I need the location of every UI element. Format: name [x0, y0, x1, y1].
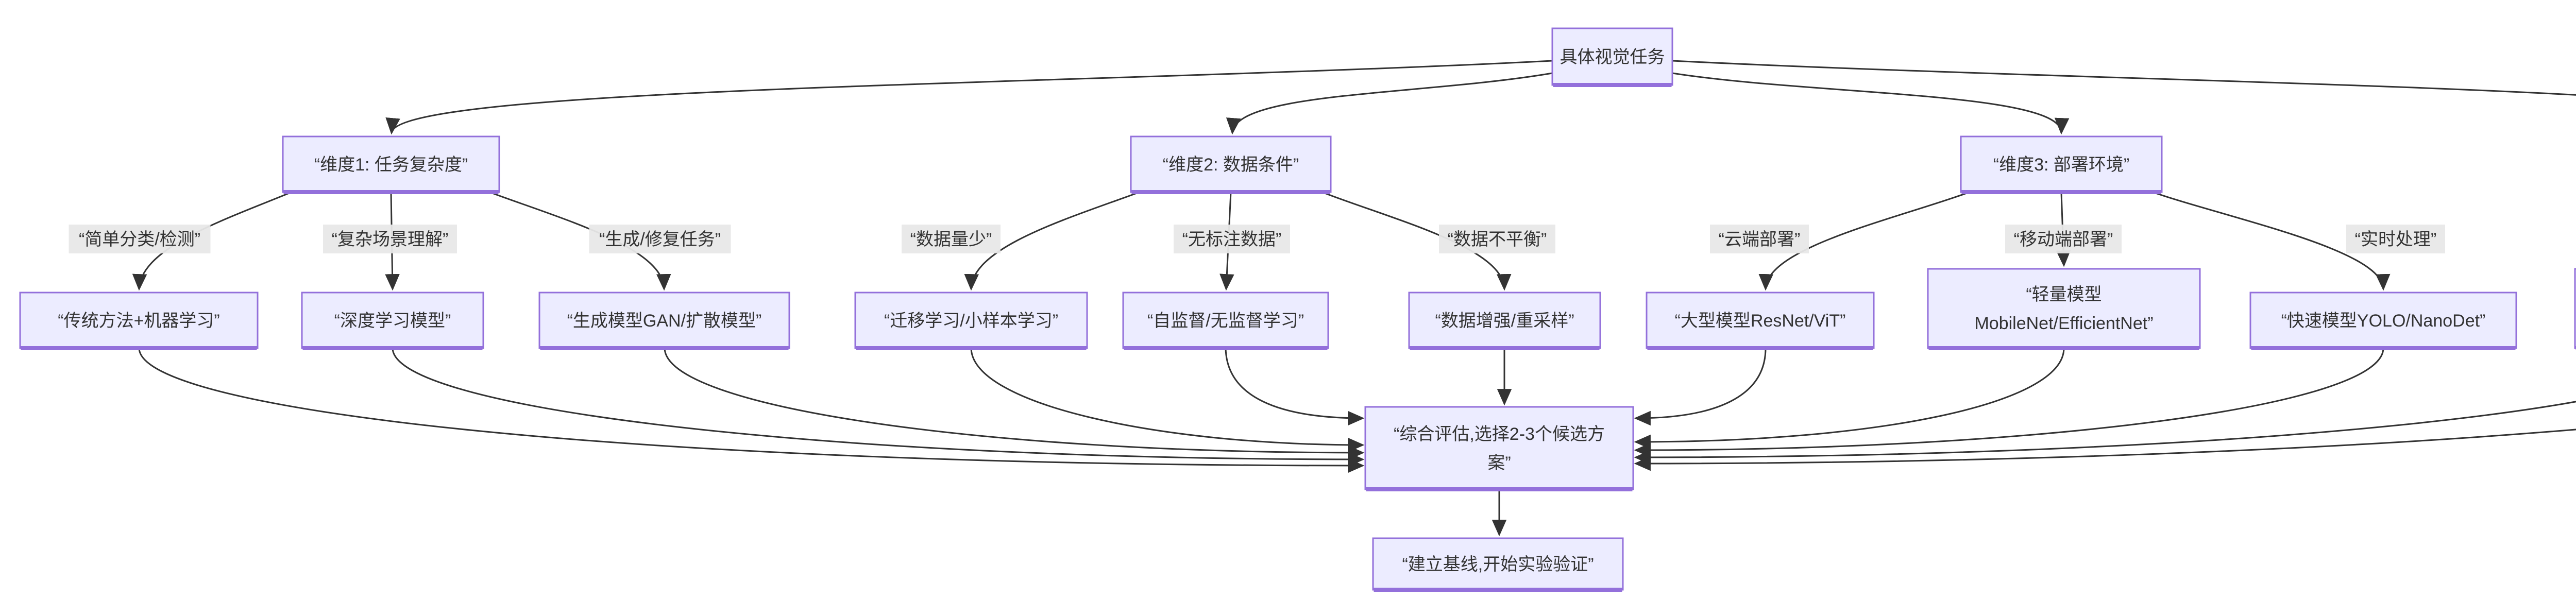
edge-label-bg — [323, 225, 457, 253]
node-layer: 具体视觉任务 “维度1: 任务复杂度” “维度2: 数据条件” “维度3: 部署环境”… — [19, 27, 2576, 592]
node-transfer-learning: “迁移学习/小样本学习” — [854, 292, 1088, 350]
node-data-augment: “数据增强/重采样” — [1408, 292, 1601, 350]
node-label: “维度3: 部署环境” — [1993, 155, 2129, 175]
edge-label-text: “云端部署” — [1719, 230, 1801, 249]
edge-label-text: “生成/修复任务” — [599, 230, 721, 249]
edge-label-text: “实时处理” — [2355, 230, 2437, 249]
node-label: “迁移学习/小样本学习” — [884, 311, 1058, 331]
edge-label-text: “复杂场景理解” — [332, 230, 449, 249]
node-fast-model: “快速模型YOLO/NanoDet” — [2249, 292, 2517, 350]
edge-label-text: “无标注数据” — [1182, 230, 1282, 249]
node-interpretable-model: “可解释模型/Grad-CAM可视化” — [2574, 268, 2576, 350]
node-dim3: “维度3: 部署环境” — [1960, 135, 2163, 194]
edge-gen-model-evaluate — [664, 348, 1365, 460]
node-box — [538, 292, 790, 349]
edge-label: “云端部署” — [1710, 225, 1809, 253]
node-label: “数据增强/重采样” — [1435, 311, 1574, 331]
node-dim2: “维度2: 数据条件” — [1130, 135, 1332, 194]
node-deep-learning: “深度学习模型” — [301, 292, 484, 350]
edge-label: “生成/修复任务” — [589, 225, 731, 253]
edge-label-bg — [69, 225, 211, 253]
edge-trad-ml-evaluate — [138, 348, 1365, 473]
node-box — [2249, 292, 2517, 349]
node-gen-model: “生成模型GAN/扩散模型” — [538, 292, 790, 350]
edge-label-text: “数据不平衡” — [1448, 230, 1547, 249]
edge-label: “复杂场景理解” — [323, 225, 457, 253]
edge-label-bg — [589, 225, 731, 253]
edge-large-model-evaluate — [1634, 348, 1767, 426]
edge-label: “数据量少” — [902, 225, 1001, 253]
node-dim1: “维度1: 任务复杂度” — [282, 135, 500, 194]
edge-label-text: “简单分类/检测” — [79, 230, 200, 249]
edge-label-bg — [2005, 225, 2122, 253]
edge-root-dim2 — [1226, 72, 1553, 135]
edge-label-text: “移动端部署” — [2014, 230, 2113, 249]
node-label: “建立基线,开始实验验证” — [1402, 555, 1594, 574]
edge-label: “实时处理” — [2346, 225, 2445, 253]
edge-deep-learning-evaluate — [392, 348, 1365, 467]
edge-label: “无标注数据” — [1174, 225, 1290, 253]
node-light-model: “轻量模型 MobileNet/EfficientNet” — [1927, 268, 2201, 350]
edge-dim3-fast-model — [2152, 191, 2391, 291]
edge-label-layer: “简单分类/检测” “复杂场景理解” “生成/修复任务” “数据量少” “无标注数据” “… — [69, 225, 2445, 253]
edge-label-bg — [1439, 225, 1555, 253]
node-label: “综合评估,选择2-3个候选方 — [1394, 424, 1605, 444]
edge-label-bg — [902, 225, 1001, 253]
node-label: “维度2: 数据条件” — [1163, 155, 1299, 175]
node-label: MobileNet/EfficientNet” — [1974, 314, 2153, 333]
edge-self-supervised-evaluate — [1225, 348, 1365, 426]
edge-label: “数据不平衡” — [1439, 225, 1555, 253]
node-label: “快速模型YOLO/NanoDet” — [2281, 311, 2486, 331]
node-box — [854, 292, 1088, 349]
node-trad-ml: “传统方法+机器学习” — [19, 292, 259, 350]
edge-interpretable-model-evaluate — [1634, 401, 2576, 465]
node-label: “维度1: 任务复杂度” — [314, 155, 468, 175]
edge-root-dim1 — [385, 60, 1553, 135]
node-label: “生成模型GAN/扩散模型” — [567, 311, 762, 331]
edge-dim2-transfer-learning — [964, 191, 1140, 291]
node-box — [1408, 292, 1601, 349]
node-box — [1960, 135, 2163, 193]
edge-root-dim3 — [1672, 72, 2070, 135]
node-box — [301, 292, 484, 349]
edge-light-model-evaluate — [1634, 348, 2065, 450]
edge-label-bg — [1710, 225, 1809, 253]
node-box — [282, 135, 500, 193]
node-box — [1122, 292, 1329, 349]
node-box — [1130, 135, 1332, 193]
node-box — [2574, 268, 2576, 349]
node-label: “自监督/无监督学习” — [1147, 311, 1304, 331]
edge-label-bg — [2346, 225, 2445, 253]
edge-dim2-data-augment — [1321, 191, 1512, 291]
node-self-supervised: “自监督/无监督学习” — [1122, 292, 1329, 350]
node-root: 具体视觉任务 — [1551, 27, 1673, 87]
edge-dim3-large-model — [1758, 191, 1970, 291]
node-label: 案” — [1487, 453, 1511, 473]
edge-layer — [132, 60, 2576, 537]
edge-label-bg — [1174, 225, 1290, 253]
node-box — [1927, 268, 2201, 349]
node-label: “轻量模型 — [2026, 285, 2102, 304]
node-label: 具体视觉任务 — [1560, 47, 1665, 67]
edge-fast-model-evaluate — [1634, 348, 2384, 458]
node-large-model: “大型模型ResNet/ViT” — [1646, 292, 1875, 350]
node-baseline: “建立基线,开始实验验证” — [1372, 537, 1624, 592]
node-box — [1364, 406, 1634, 490]
edge-label-text: “数据量少” — [910, 230, 992, 249]
node-label: “传统方法+机器学习” — [58, 311, 220, 331]
edge-blackbox-model-evaluate — [1634, 429, 2576, 471]
edge-transfer-learning-evaluate — [970, 348, 1365, 453]
node-label: “深度学习模型” — [334, 311, 451, 331]
edge-root-dim4 — [1672, 60, 2576, 96]
edge-label: “移动端部署” — [2005, 225, 2122, 253]
node-box — [1646, 292, 1875, 349]
edge-label: “简单分类/检测” — [69, 225, 211, 253]
node-label: “大型模型ResNet/ViT” — [1675, 311, 1846, 331]
node-box — [1551, 27, 1673, 86]
